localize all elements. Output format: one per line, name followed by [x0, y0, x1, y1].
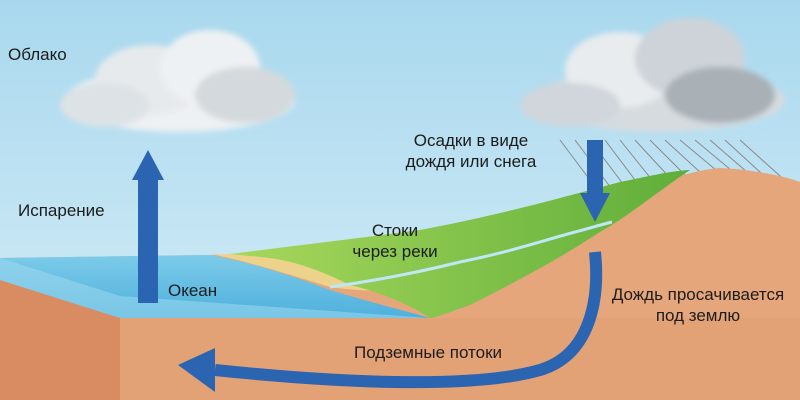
river [329, 220, 613, 289]
cloud-icon [60, 30, 295, 132]
curved-arrow-icon [178, 251, 603, 392]
rain-cloud-icon [520, 18, 785, 132]
runoff-label-line-2: через реки [352, 242, 438, 261]
land-front-face [0, 280, 120, 400]
ocean-label: Океан [168, 281, 218, 300]
precipitation-label-line-2: дождя или снега [405, 152, 537, 171]
arrow-down-icon [580, 140, 610, 222]
infiltration-label: Дождь просачивается под землю [598, 284, 798, 326]
ocean-shallow [0, 258, 430, 318]
infiltration-label-line-2: под землю [655, 306, 741, 325]
precipitation-label: Осадки в виде дождя или снега [386, 130, 556, 172]
evaporation-label: Испарение [18, 201, 105, 220]
cloud-label: Облако [8, 45, 67, 64]
infiltration-label-line-1: Дождь просачивается [611, 285, 785, 304]
arrow-up-icon [132, 150, 164, 303]
runoff-label-line-1: Стоки [371, 221, 419, 240]
precipitation-label-line-1: Осадки в виде [413, 131, 529, 150]
grass-hill [230, 170, 690, 318]
groundwater-label: Подземные потоки [354, 343, 503, 362]
runoff-label: Стоки через реки [330, 220, 460, 262]
